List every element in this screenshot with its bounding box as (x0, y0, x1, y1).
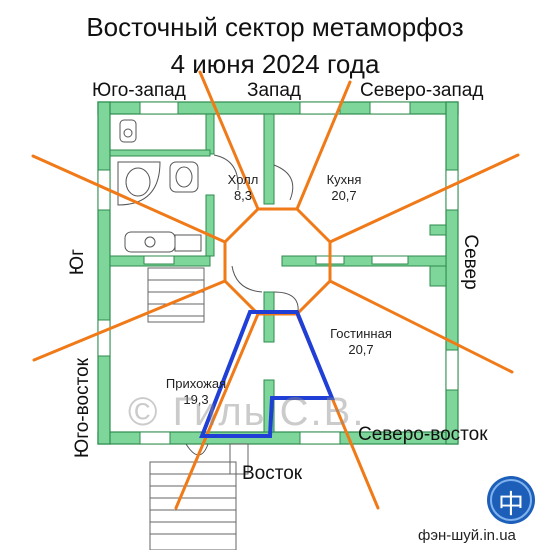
site-link[interactable]: фэн-шуй.in.ua (418, 527, 516, 544)
windows (97, 101, 459, 445)
room-hall-area: 8,3 (233, 188, 253, 203)
direction-east: Восток (242, 463, 303, 484)
direction-northwest: Северо-запад (360, 80, 484, 101)
room-kitchen-area: 20,7 (331, 188, 357, 203)
direction-west: Запад (247, 80, 301, 101)
direction-northeast: Северо-восток (358, 424, 488, 445)
room-entry-name: Прихожая (165, 376, 227, 391)
room-kitchen-name: Кухня (326, 172, 362, 187)
title-line-2: 4 июня 2024 года (170, 49, 380, 79)
room-kitchen: Кухня 20,7 (312, 172, 376, 204)
logo-glyph: 中 (497, 490, 524, 520)
bathroom-fixtures (117, 119, 202, 253)
direction-southwest: Юго-запад (92, 80, 186, 101)
room-entry: Прихожая 19,3 (158, 376, 234, 408)
doors (185, 154, 299, 456)
direction-southeast: Юго-восток (72, 358, 93, 458)
staircase (147, 267, 249, 550)
room-living: Гостинная 20,7 (318, 326, 404, 358)
room-living-name: Гостинная (330, 326, 392, 341)
bagua-sector-lines (31, 70, 520, 510)
title-line-1: Восточный сектор метаморфоз (86, 12, 464, 42)
room-hall-name: Холл (227, 172, 259, 187)
room-hall: Холл 8,3 (220, 172, 266, 204)
room-living-area: 20,7 (348, 342, 374, 357)
copyright-watermark: © Гиль С.В. (128, 390, 366, 434)
east-sector-highlight (199, 310, 335, 438)
direction-south: Юг (67, 248, 88, 276)
direction-north: Север (460, 234, 481, 290)
site-logo (487, 476, 535, 524)
room-entry-area: 19,3 (183, 392, 209, 407)
